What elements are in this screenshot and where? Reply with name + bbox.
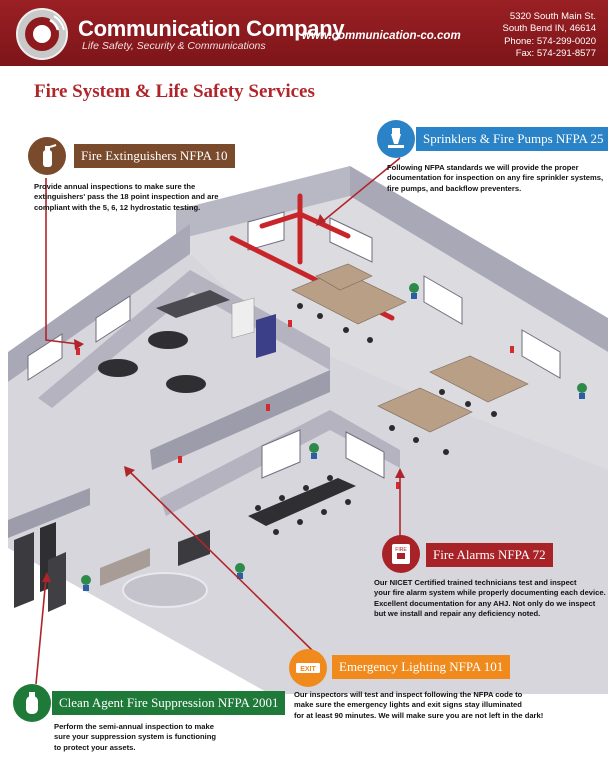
- fire-extinguisher-icon: [28, 137, 66, 175]
- website-link[interactable]: www.communication-co.com: [302, 30, 461, 42]
- clean-agent-description: Perform the semi-annual inspection to ma…: [54, 722, 216, 753]
- address-city: South Bend IN, 46614: [502, 23, 597, 35]
- fire-extinguishers-label: Fire Extinguishers NFPA 10: [74, 144, 235, 168]
- fax-number: Fax: 574-291-8577: [515, 47, 596, 59]
- emergency-lighting-description: Our inspectors will test and inspect fol…: [294, 690, 543, 721]
- company-tagline: Life Safety, Security & Communications: [82, 40, 266, 52]
- desc-line: Following NFPA standards we will provide…: [387, 163, 579, 172]
- desc-line: Our inspectors will test and inspect fol…: [294, 690, 523, 699]
- desc-line: to protect your assets.: [54, 742, 136, 752]
- desc-line: Excellent documentation for any AHJ. Not…: [374, 598, 596, 608]
- desc-line: documentation for inspection on any fire…: [387, 173, 604, 183]
- clean-agent-label: Clean Agent Fire Suppression NFPA 2001: [52, 691, 286, 715]
- svg-text:FIRE: FIRE: [395, 547, 407, 553]
- desc-line: make sure the emergency lights and exit …: [294, 700, 522, 710]
- desc-line: Our NICET Certified trained technicians …: [374, 578, 577, 587]
- contact-address: 5320 South Main St. South Bend IN, 46614…: [503, 11, 597, 60]
- desc-line: fire pumps, and backflow preventers.: [387, 183, 522, 193]
- fire-alarms-description: Our NICET Certified trained technicians …: [374, 578, 606, 619]
- header-banner: Communication Company Life Safety, Secur…: [0, 0, 608, 66]
- clean-agent-tank-icon: [13, 684, 51, 722]
- desc-line: Perform the semi-annual inspection to ma…: [54, 722, 214, 731]
- fire-alarms-label: Fire Alarms NFPA 72: [426, 543, 553, 567]
- desc-line: extinguishers' pass the 18 point inspect…: [34, 192, 219, 202]
- phone-number: Phone: 574-299-0020: [504, 35, 596, 47]
- desc-line: compliant with the 5, 6, 12 hydrostatic …: [34, 202, 201, 212]
- fire-alarm-icon: FIRE: [382, 535, 420, 573]
- company-name: Communication Company: [78, 16, 345, 41]
- address-street: 5320 South Main St.: [509, 11, 596, 22]
- exit-sign-icon: EXIT: [289, 649, 327, 687]
- svg-text:EXIT: EXIT: [300, 666, 316, 673]
- fire-extinguishers-description: Provide annual inspections to make sure …: [34, 182, 219, 213]
- desc-line: sure your suppression system is function…: [54, 732, 217, 742]
- desc-line: your fire alarm system while properly do…: [374, 588, 606, 598]
- desc-line: Provide annual inspections to make sure …: [34, 182, 196, 191]
- page-title: Fire System & Life Safety Services: [34, 81, 315, 102]
- sprinklers-description: Following NFPA standards we will provide…: [387, 163, 603, 194]
- sprinkler-head-icon: [377, 120, 415, 158]
- desc-line: for at least 90 minutes. We will make su…: [294, 710, 544, 720]
- desc-line: but we install and repair any deficiency…: [374, 608, 541, 618]
- company-logo-icon: [16, 8, 68, 60]
- sprinklers-label: Sprinklers & Fire Pumps NFPA 25: [416, 127, 608, 151]
- emergency-lighting-label: Emergency Lighting NFPA 101: [332, 655, 511, 679]
